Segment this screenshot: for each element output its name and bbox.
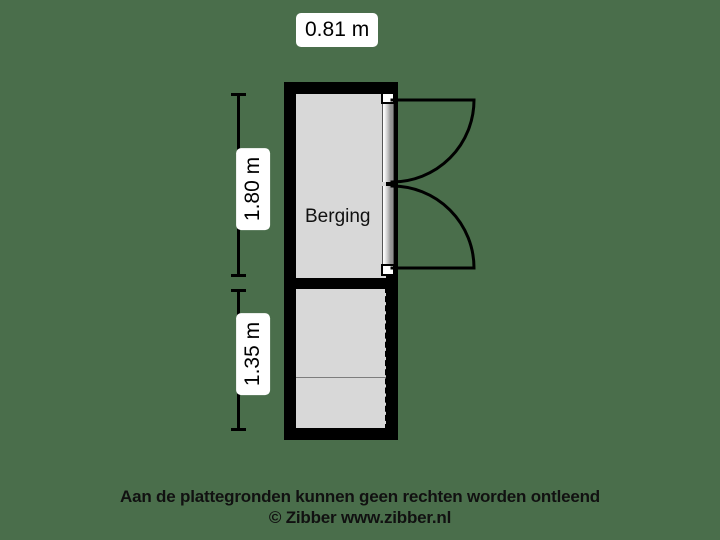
dimension-label-left-upper: 1.80 m — [236, 147, 271, 231]
footer-disclaimer: Aan de plattegronden kunnen geen rechten… — [0, 486, 720, 528]
dimension-label-top-width: 0.81 m — [296, 13, 379, 47]
lower-section-fill — [296, 289, 386, 428]
footer-disclaimer-line: Aan de plattegronden kunnen geen rechten… — [120, 487, 600, 506]
door-swing-arc-lower — [390, 184, 476, 270]
dimension-tick-lower-bottom — [231, 428, 246, 431]
door-leaf-strip-lower — [382, 186, 394, 266]
open-edge-dashed — [385, 287, 388, 430]
door-leaf-strip-upper — [382, 102, 394, 182]
dimension-tick-upper-bottom — [231, 274, 246, 277]
lower-section-divider — [296, 377, 386, 378]
room-label-berging: Berging — [305, 206, 371, 227]
floorplan-body: Berging — [284, 82, 476, 440]
dimension-label-left-lower: 1.35 m — [236, 312, 271, 396]
footer-copyright-line: © Zibber www.zibber.nl — [268, 508, 452, 527]
room-berging-fill — [296, 94, 386, 278]
door-swing-arc-upper — [390, 98, 476, 184]
door-swing-arcs — [388, 98, 476, 270]
